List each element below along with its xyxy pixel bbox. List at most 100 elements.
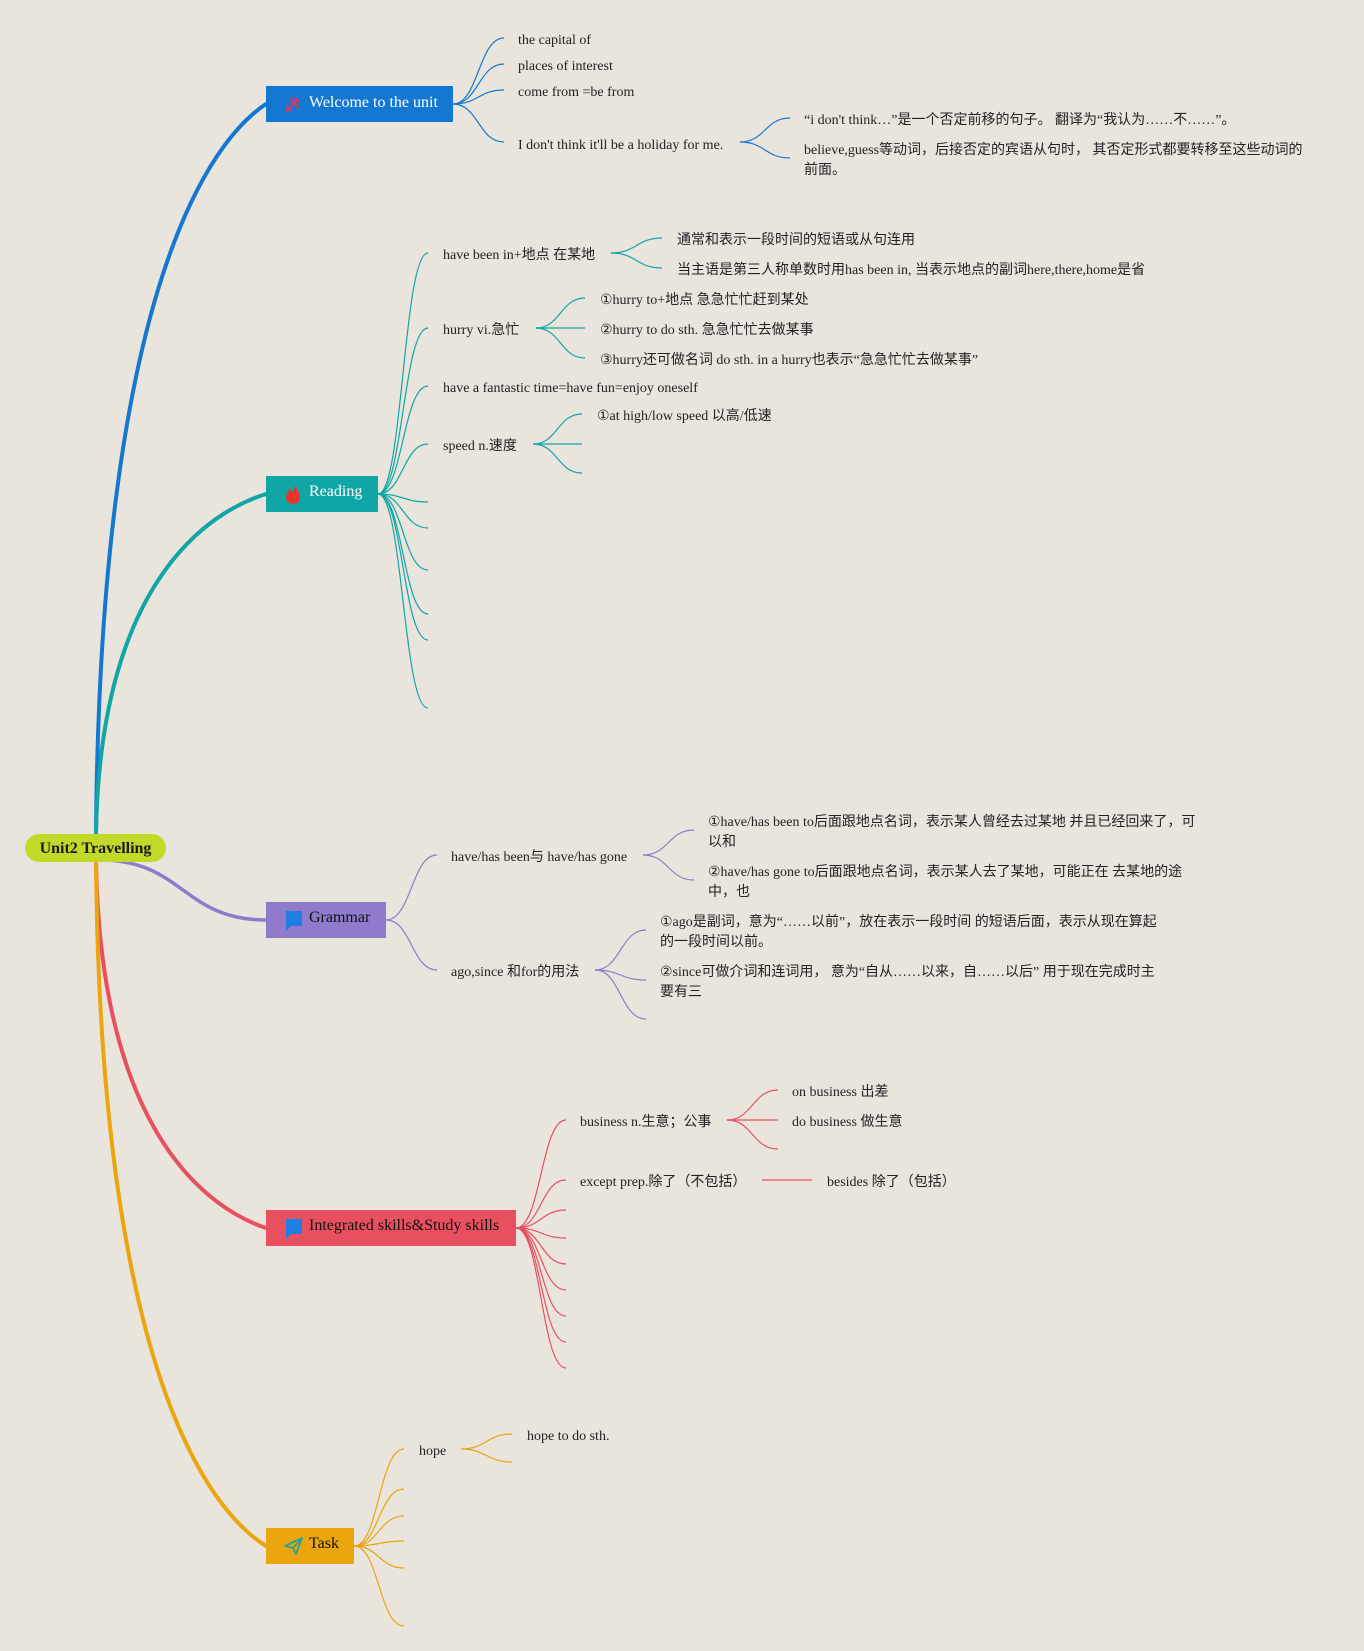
subtopic-node[interactable]: business n.生意；公事 [580, 1113, 711, 1130]
branch-integrated [515, 1227, 567, 1369]
subtopic-node[interactable]: have a fantastic time=have fun=enjoy one… [443, 381, 698, 396]
topic-grammar-label: Grammar [309, 909, 371, 926]
topic-welcome-label: Welcome to the unit [309, 94, 438, 111]
branch-reading-detail [532, 443, 583, 474]
detail-node[interactable]: 通常和表示一段时间的短语或从句连用 [677, 232, 915, 248]
topic-welcome-box[interactable] [266, 86, 453, 122]
topic-integrated-box[interactable] [266, 1210, 516, 1246]
root-topic-label: Unit2 Travelling [40, 840, 152, 857]
branch-grammar [385, 854, 438, 921]
detail-node-line[interactable]: 前面。 [804, 161, 846, 178]
detail-node-line[interactable]: 以和 [708, 834, 736, 850]
detail-node-line[interactable]: ②have/has gone to后面跟地点名词，表示某人去了某地，可能正在 去… [708, 863, 1182, 880]
branch-reading [377, 493, 429, 571]
subtopic-node[interactable]: hope [419, 1444, 446, 1459]
branch-reading [377, 443, 429, 495]
branch-reading [377, 252, 429, 495]
branch-grammar [385, 919, 438, 971]
topic-reading[interactable]: Reading [266, 476, 378, 512]
branch-grammar-detail [594, 929, 647, 971]
branch-integrated-detail [726, 1089, 779, 1121]
detail-node[interactable]: besides 除了（包括） [827, 1174, 956, 1190]
branch-welcome [452, 37, 505, 105]
detail-node[interactable]: do business 做生意 [792, 1113, 902, 1130]
detail-node[interactable]: “i don't think…”是一个否定前移的句子。 翻译为“我认为……不……… [804, 111, 1235, 128]
branch-integrated [515, 1179, 567, 1229]
subtopic-node[interactable]: come from =be from [518, 85, 634, 100]
topic-task-box[interactable] [266, 1528, 354, 1564]
branch-welcome-detail [739, 117, 791, 143]
flag-icon [286, 1219, 302, 1239]
branch-task-detail [460, 1433, 513, 1450]
detail-node-line[interactable]: 中，也 [708, 884, 750, 900]
detail-node-line[interactable]: ①have/has been to后面跟地点名词，表示某人曾经去过某地 并且已经… [708, 814, 1195, 830]
detail-node[interactable]: ③hurry还可做名词 do sth. in a hurry也表示“急急忙忙去做… [600, 352, 978, 368]
subtopic-node[interactable]: except prep.除了（不包括） [580, 1174, 746, 1190]
subtopic-node[interactable]: the capital of [518, 33, 591, 48]
branch-welcome [452, 103, 505, 143]
detail-node-line[interactable]: 的一段时间以前。 [660, 933, 772, 950]
detail-node[interactable]: 当主语是第三人称单数时用has been in, 当表示地点的副词here,th… [677, 261, 1145, 278]
topic-reading-box[interactable] [266, 476, 378, 512]
paper-plane-icon [284, 1537, 303, 1555]
root-topic-box[interactable] [25, 834, 166, 862]
branch-integrated [515, 1119, 567, 1229]
trunk-reading [94, 492, 268, 836]
branch-task [353, 1488, 405, 1547]
detail-node-line[interactable]: 要有三 [660, 984, 702, 1000]
branch-reading-detail [535, 297, 586, 329]
trunk-grammar [99, 858, 267, 922]
trunk-integrated [94, 858, 268, 1230]
detail-node[interactable]: ②hurry to do sth. 急急忙忙去做某事 [600, 322, 814, 338]
branch-reading-detail [610, 252, 663, 269]
branch-task [353, 1545, 405, 1569]
trunk-welcome [94, 102, 268, 836]
topic-integrated-label: Integrated skills&Study skills [309, 1217, 499, 1234]
subtopic-node[interactable]: hurry vi.急忙 [443, 322, 519, 338]
branch-welcome [452, 89, 505, 105]
topic-reading-label: Reading [309, 483, 362, 500]
fire-icon [286, 484, 300, 504]
topic-task[interactable]: Task [266, 1528, 354, 1564]
detail-node[interactable]: ①at high/low speed 以高/低速 [597, 407, 772, 424]
branch-grammar-detail [594, 969, 647, 1020]
connectors-layer [94, 37, 812, 1627]
branch-integrated-detail [726, 1119, 779, 1150]
branch-welcome-detail [739, 141, 791, 159]
flag-icon [286, 911, 302, 931]
branch-welcome [452, 63, 505, 105]
branch-reading-detail [610, 237, 663, 254]
topic-task-label: Task [309, 1535, 339, 1552]
detail-node[interactable]: on business 出差 [792, 1084, 888, 1100]
subtopic-node[interactable]: have/has been与 have/has gone [451, 849, 627, 865]
branch-reading [377, 493, 429, 641]
branch-reading [377, 327, 429, 495]
branch-reading [377, 493, 429, 529]
branch-integrated [515, 1227, 567, 1317]
subtopic-node[interactable]: ago,since 和for的用法 [451, 964, 579, 980]
root-topic[interactable]: Unit2 Travelling [25, 834, 166, 862]
detail-node[interactable]: hope to do sth. [527, 1429, 609, 1444]
detail-node-line[interactable]: believe,guess等动词，后接否定的宾语从句时， 其否定形式都要转移至这… [804, 141, 1303, 158]
branch-integrated [515, 1209, 567, 1229]
branch-task [353, 1515, 405, 1547]
branch-grammar-detail [642, 829, 695, 856]
topic-integrated[interactable]: Integrated skills&Study skills [266, 1210, 516, 1246]
detail-node-line[interactable]: ①ago是副词，意为“……以前”，放在表示一段时间 的短语后面，表示从现在算起 [660, 913, 1157, 930]
branch-integrated [515, 1227, 567, 1265]
branch-reading [377, 385, 429, 495]
detail-node-line[interactable]: ②since可做介词和连词用， 意为“自从……以来，自……以后” 用于现在完成时… [660, 963, 1155, 980]
trunk-task [94, 858, 268, 1548]
subtopic-node[interactable]: speed n.速度 [443, 438, 517, 454]
topic-grammar[interactable]: Grammar [266, 902, 386, 938]
topic-welcome[interactable]: Welcome to the unit [266, 86, 453, 122]
branch-reading [377, 493, 429, 709]
branch-task [353, 1545, 405, 1627]
subtopic-node[interactable]: have been in+地点 在某地 [443, 247, 595, 263]
branch-reading-detail [532, 413, 583, 445]
subtopic-node[interactable]: places of interest [518, 59, 613, 74]
subtopic-node[interactable]: I don't think it'll be a holiday for me. [518, 138, 723, 153]
branch-task-detail [460, 1448, 513, 1463]
detail-node[interactable]: ①hurry to+地点 急急忙忙赶到某处 [600, 292, 809, 308]
